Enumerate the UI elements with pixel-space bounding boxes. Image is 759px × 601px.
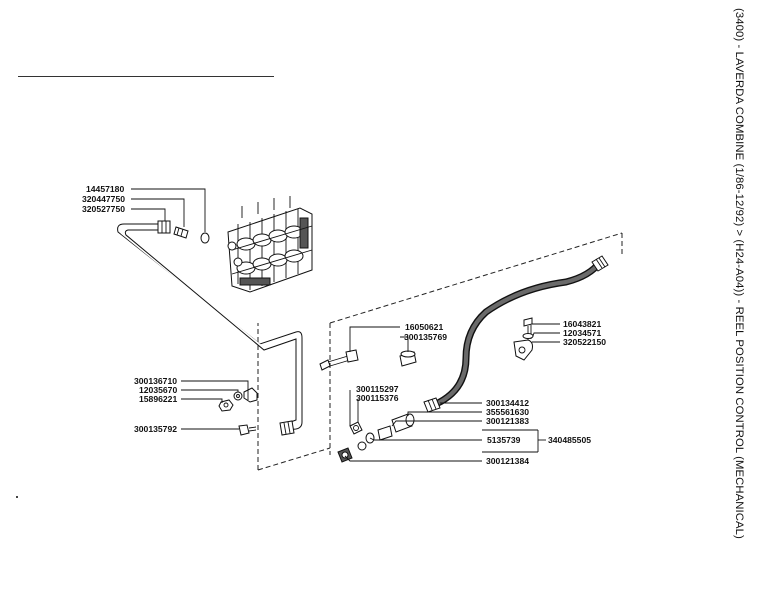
label-16050621: 16050621: [405, 322, 443, 332]
cap-300135769[interactable]: [399, 350, 417, 367]
label-5135739: 5135739: [487, 435, 521, 445]
label-320447750: 320447750: [82, 194, 125, 204]
nut-15896221[interactable]: [218, 399, 234, 412]
label-320527750: 320527750: [82, 204, 125, 214]
label-300115297: 300115297: [356, 384, 399, 394]
clamp-300136710[interactable]: [243, 387, 258, 403]
nipple-300121383[interactable]: [377, 413, 415, 441]
union-fitting[interactable]: [173, 226, 189, 239]
label-355561630: 355561630: [486, 407, 529, 417]
hose-end-lower[interactable]: [423, 397, 441, 413]
label-300136710: 300136710: [134, 376, 177, 386]
o-ring[interactable]: [200, 232, 210, 244]
nut-300121384[interactable]: [337, 447, 353, 463]
leader-lines: [131, 188, 560, 462]
label-12034571: 12034571: [563, 328, 601, 338]
clip-320522150[interactable]: [513, 339, 533, 361]
pipe-nut-lower[interactable]: [279, 420, 295, 436]
control-valve-block[interactable]: [227, 196, 313, 293]
washer-12035670[interactable]: [233, 391, 243, 401]
label-12035670: 12035670: [139, 385, 177, 395]
bolt-16050621[interactable]: [319, 349, 359, 371]
bolt-300135792[interactable]: [238, 424, 257, 436]
label-300121383: 300121383: [486, 416, 529, 426]
scan-dot: [16, 496, 18, 498]
label-300135769: 300135769: [404, 332, 447, 342]
hydraulic-hose[interactable]: [432, 258, 604, 408]
steel-pipe[interactable]: [117, 223, 303, 431]
label-300134412: 300134412: [486, 398, 529, 408]
label-300115376: 300115376: [356, 393, 399, 403]
ring-5135739[interactable]: [357, 441, 367, 451]
label-14457180: 14457180: [86, 184, 124, 194]
label-300135792: 300135792: [134, 424, 177, 434]
boundary-lines: [257, 232, 623, 471]
label-320522150: 320522150: [563, 337, 606, 347]
hose-end-upper[interactable]: [591, 255, 609, 272]
label-300121384: 300121384: [486, 456, 529, 466]
pipe-nut-upper[interactable]: [157, 220, 171, 234]
adapter-300115297[interactable]: [349, 421, 363, 435]
label-16043821: 16043821: [563, 319, 601, 329]
label-15896221: 15896221: [139, 394, 177, 404]
header-rule: [18, 76, 274, 77]
label-340485505: 340485505: [548, 435, 591, 445]
washer-12034571[interactable]: [522, 333, 534, 339]
